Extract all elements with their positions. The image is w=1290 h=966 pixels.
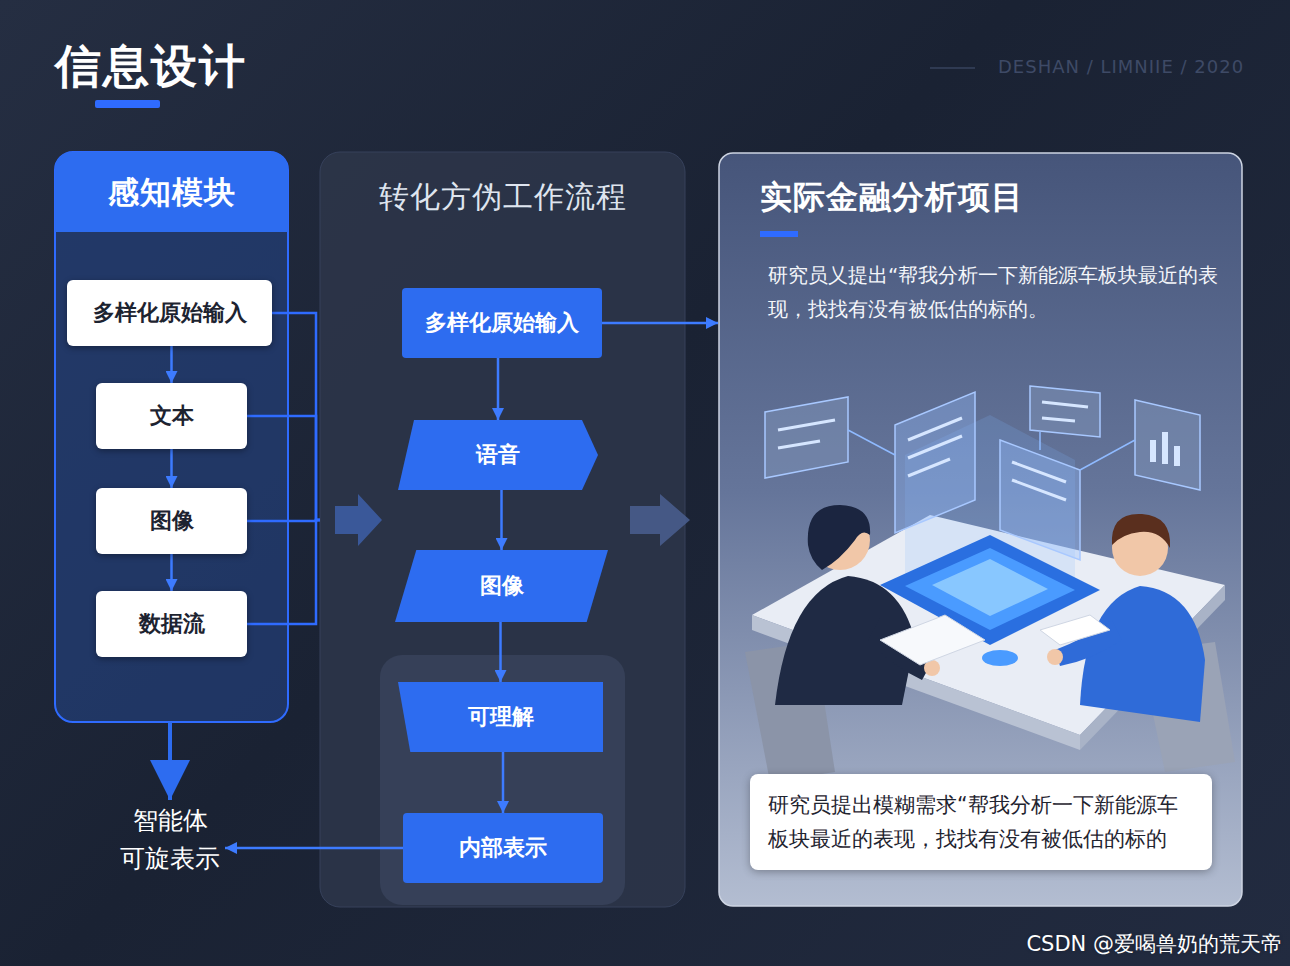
page-title: 信息设计 xyxy=(55,36,247,96)
meeting-illustration-part xyxy=(1040,615,1110,645)
meeting-illustration-part xyxy=(1135,400,1200,490)
meeting-illustration-part xyxy=(1012,462,1066,482)
node-label: 多样化原始输入 xyxy=(425,308,579,338)
connector xyxy=(247,416,320,520)
connector xyxy=(247,520,320,521)
node-label: 智能体 可旋表示 xyxy=(115,802,225,878)
meeting-illustration-part xyxy=(808,505,870,570)
meeting-illustration-part xyxy=(1042,402,1088,407)
meeting-illustration-part xyxy=(908,418,962,440)
meeting-illustration-part xyxy=(1042,418,1075,421)
workflow-panel: 转化方伪工作流程多样化原始输入语音图像可理解内部表示 xyxy=(320,152,685,907)
shape-fill xyxy=(398,682,603,752)
down-arrow xyxy=(168,722,172,800)
connector xyxy=(247,520,320,624)
connector xyxy=(499,622,502,682)
meeting-illustration-part xyxy=(1162,432,1168,464)
node-label: 多样化原始输入 xyxy=(93,298,247,328)
connector xyxy=(602,322,718,325)
meeting-illustration-part xyxy=(848,430,1135,470)
connector xyxy=(225,847,403,850)
connector xyxy=(497,358,500,420)
flow-chevrons-part xyxy=(630,494,690,546)
input-box: 多样化原始输入 xyxy=(67,280,272,346)
process-box: 内部表示 xyxy=(403,813,603,883)
node-label: 图像 xyxy=(150,506,194,536)
module-panel: 感知模块多样化原始输入文本图像数据流 xyxy=(55,152,288,722)
panel-grounds xyxy=(55,152,1242,907)
source-watermark: CSDN @爱喝兽奶的荒天帝 xyxy=(1026,930,1282,958)
input-box: 数据流 xyxy=(96,591,247,657)
flow-chevrons-part xyxy=(335,494,382,546)
shape-fill xyxy=(395,550,608,622)
process-parallelogram: 图像 xyxy=(395,550,608,622)
meeting-illustration-part xyxy=(1000,440,1080,560)
panel-body: 研究员乂提出“帮我分析一下新能源车板块最近的表现，找找有没有被低估的标的。 xyxy=(768,258,1220,326)
note-box: 研究员提出模糊需求“帮我分析一下新能源车板块最近的表现，找找有没有被低估的标的 xyxy=(750,774,1212,870)
meeting-illustration-part xyxy=(908,436,962,458)
project-panel: 实际金融分析项目研究员乂提出“帮我分析一下新能源车板块最近的表现，找找有没有被低… xyxy=(718,152,1243,907)
meeting-illustration-part xyxy=(1080,586,1205,722)
node-label: 文本 xyxy=(150,401,194,431)
panel-grounds-part xyxy=(55,152,288,722)
title-wrap: 信息设计 xyxy=(55,36,247,96)
node-label: 可理解 xyxy=(468,702,534,732)
meeting-illustration-part xyxy=(1112,514,1170,548)
meeting-illustration-part xyxy=(932,559,1048,616)
node-label: 图像 xyxy=(480,571,524,601)
process-box: 多样化原始输入 xyxy=(402,288,602,358)
panel-grounds-part xyxy=(380,655,625,905)
meeting-illustration-part xyxy=(880,615,985,665)
connector xyxy=(500,490,503,550)
node-label: 内部表示 xyxy=(459,833,547,863)
meeting-illustration-part xyxy=(778,441,820,448)
meeting-illustration-part xyxy=(982,650,1018,666)
meeting-illustration-part xyxy=(908,459,950,476)
source-watermark-wrap: CSDN @爱喝兽奶的荒天帝 xyxy=(1026,930,1282,958)
meeting-illustration-part xyxy=(895,392,975,533)
connector xyxy=(170,554,173,591)
panel-header: 感知模块 xyxy=(55,152,288,232)
meeting-illustration-part xyxy=(765,397,848,478)
connector xyxy=(170,449,173,488)
decoration-part xyxy=(95,100,160,108)
process-trapezoid: 可理解 xyxy=(398,682,603,752)
panel-title: 转化方伪工作流程 xyxy=(320,174,685,220)
header-watermark: DESHAN / LIMNIIE / 2020 xyxy=(998,56,1244,77)
meeting-illustration-part xyxy=(1030,386,1100,437)
meeting-illustration-part xyxy=(1150,440,1156,462)
process-hexagon: 语音 xyxy=(398,420,598,490)
agent-label: 智能体 可旋表示 xyxy=(115,800,225,880)
node-label: 数据流 xyxy=(139,609,205,639)
node-label: 研究员提出模糊需求“帮我分析一下新能源车板块最近的表现，找找有没有被低估的标的 xyxy=(768,788,1194,856)
input-box: 文本 xyxy=(96,383,247,449)
meeting-illustration-part xyxy=(1012,480,1066,500)
panel-title: 实际金融分析项目 xyxy=(760,174,1243,220)
meeting-illustration-part xyxy=(1047,649,1063,665)
meeting-illustration-part xyxy=(778,420,835,430)
decoration-part xyxy=(930,67,975,69)
meeting-illustration xyxy=(745,386,1235,782)
panel-grounds-part xyxy=(760,231,798,237)
input-box: 图像 xyxy=(96,488,247,554)
node-label: 语音 xyxy=(476,440,520,470)
connector xyxy=(502,752,505,813)
header-watermark-wrap: DESHAN / LIMNIIE / 2020 xyxy=(998,56,1244,77)
meeting-illustration-part xyxy=(1174,446,1180,466)
flow-chevrons xyxy=(335,494,690,546)
connector xyxy=(170,346,173,383)
meeting-illustration-part xyxy=(905,548,1075,630)
panel-grounds-part xyxy=(719,153,1242,906)
shape-fill xyxy=(398,420,598,490)
